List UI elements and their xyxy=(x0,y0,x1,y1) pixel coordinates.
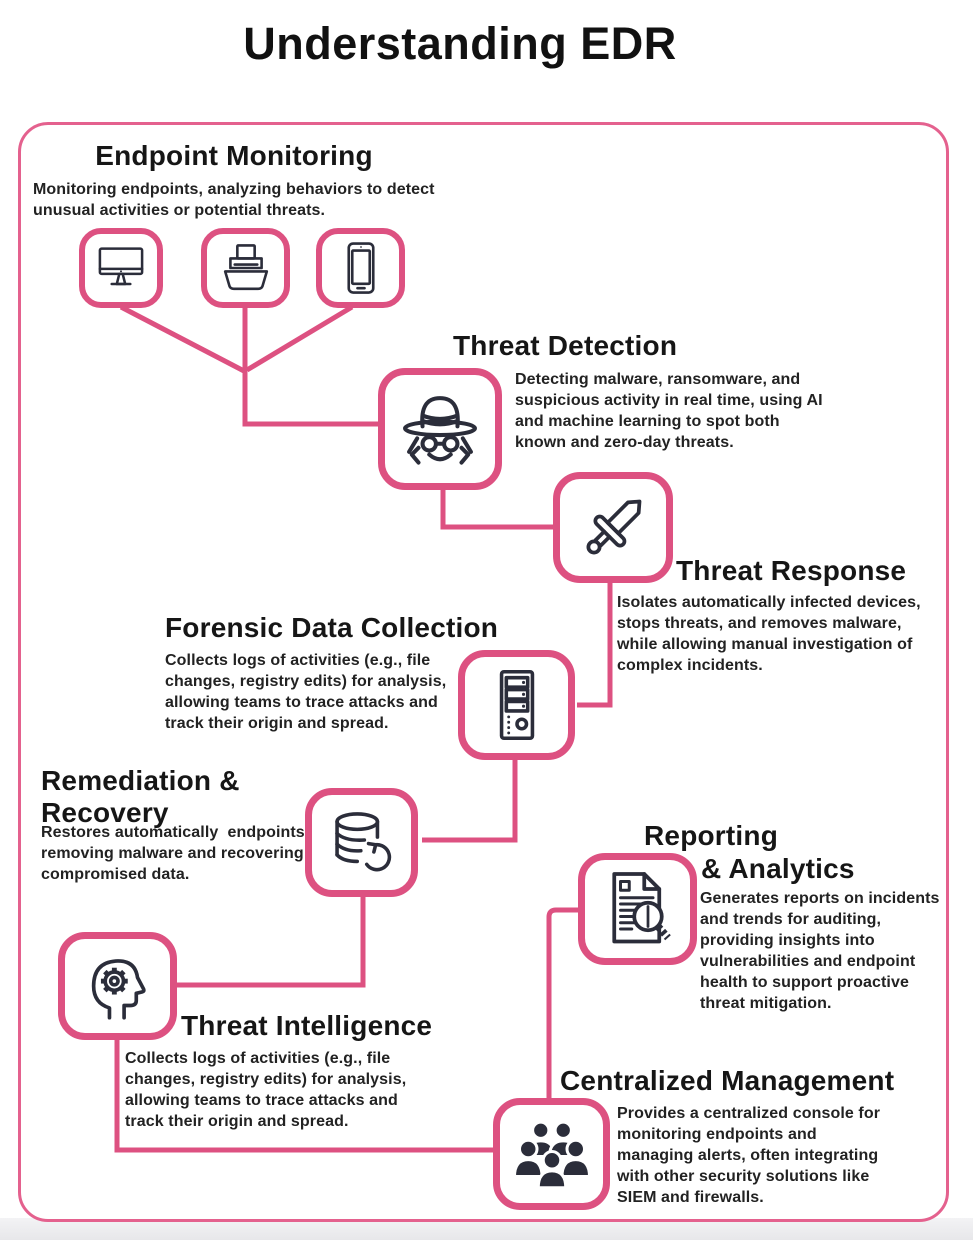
connector-detection-to-response xyxy=(440,489,554,530)
threat-response-box xyxy=(553,472,673,583)
endpoint-printer-box xyxy=(201,228,290,308)
reporting-analytics-title-line1: Reporting xyxy=(644,820,779,851)
threat-response-title: Threat Response xyxy=(676,555,907,586)
endpoint-monitoring-title: Endpoint Monitoring xyxy=(95,140,373,171)
forensic-data-collection-title: Forensic Data Collection xyxy=(165,612,499,643)
reporting-analytics-title-line2: & Analytics xyxy=(701,853,855,884)
reporting-analytics-description: Generates reports on incidents and trend… xyxy=(700,890,940,1012)
sword-icon xyxy=(573,488,653,568)
connector-printer-to-threat-detection xyxy=(242,306,379,427)
reporting-analytics-box xyxy=(578,853,697,965)
spy-icon xyxy=(397,386,483,472)
printer-icon xyxy=(218,242,274,294)
threat-intelligence-box xyxy=(58,932,177,1040)
report-magnifier-icon xyxy=(598,869,678,949)
connector-forensic-to-remediation xyxy=(422,759,518,843)
centralized-management-description: Provides a centralized console for monit… xyxy=(617,1105,881,1206)
threat-intelligence-description: Collects logs of activities (e.g., file … xyxy=(125,1050,407,1130)
remediation-recovery-box xyxy=(305,788,418,897)
centralized-management-title: Centralized Management xyxy=(560,1065,895,1096)
page-title: Understanding EDR xyxy=(243,18,677,69)
database-restore-icon xyxy=(324,805,400,881)
connector-phone-to-junction xyxy=(245,304,354,373)
threat-detection-box xyxy=(378,368,502,490)
people-group-icon xyxy=(512,1114,592,1194)
bottom-gradient-strip xyxy=(0,1218,973,1240)
forensic-data-collection-description: Collects logs of activities (e.g., file … xyxy=(165,652,447,732)
threat-response-description: Isolates automatically infected devices,… xyxy=(617,594,921,674)
connector-intelligence-to-management xyxy=(114,1039,494,1153)
desktop-monitor-icon xyxy=(94,243,148,293)
smartphone-icon xyxy=(338,240,384,296)
remediation-recovery-description: Restores automatically endpoints, removi… xyxy=(41,824,310,883)
connector-remediation-to-intelligence xyxy=(176,896,366,988)
threat-detection-title: Threat Detection xyxy=(453,330,678,361)
threat-detection-description: Detecting malware, ransomware, and suspi… xyxy=(515,371,823,451)
connector-reporting-to-management xyxy=(546,907,578,1099)
server-icon xyxy=(479,667,555,743)
threat-intelligence-title: Threat Intelligence xyxy=(181,1010,433,1041)
endpoint-monitoring-description: Monitoring endpoints, analyzing behavior… xyxy=(33,181,435,219)
endpoint-monitor-box xyxy=(79,228,163,308)
connector-response-to-forensic xyxy=(577,582,613,708)
forensic-data-collection-box xyxy=(458,650,575,760)
endpoint-phone-box xyxy=(316,228,405,308)
connector-monitor-to-junction xyxy=(119,304,246,374)
head-gear-icon xyxy=(79,947,157,1025)
centralized-management-box xyxy=(493,1098,610,1210)
remediation-recovery-title: Remediation & Recovery xyxy=(41,765,240,828)
